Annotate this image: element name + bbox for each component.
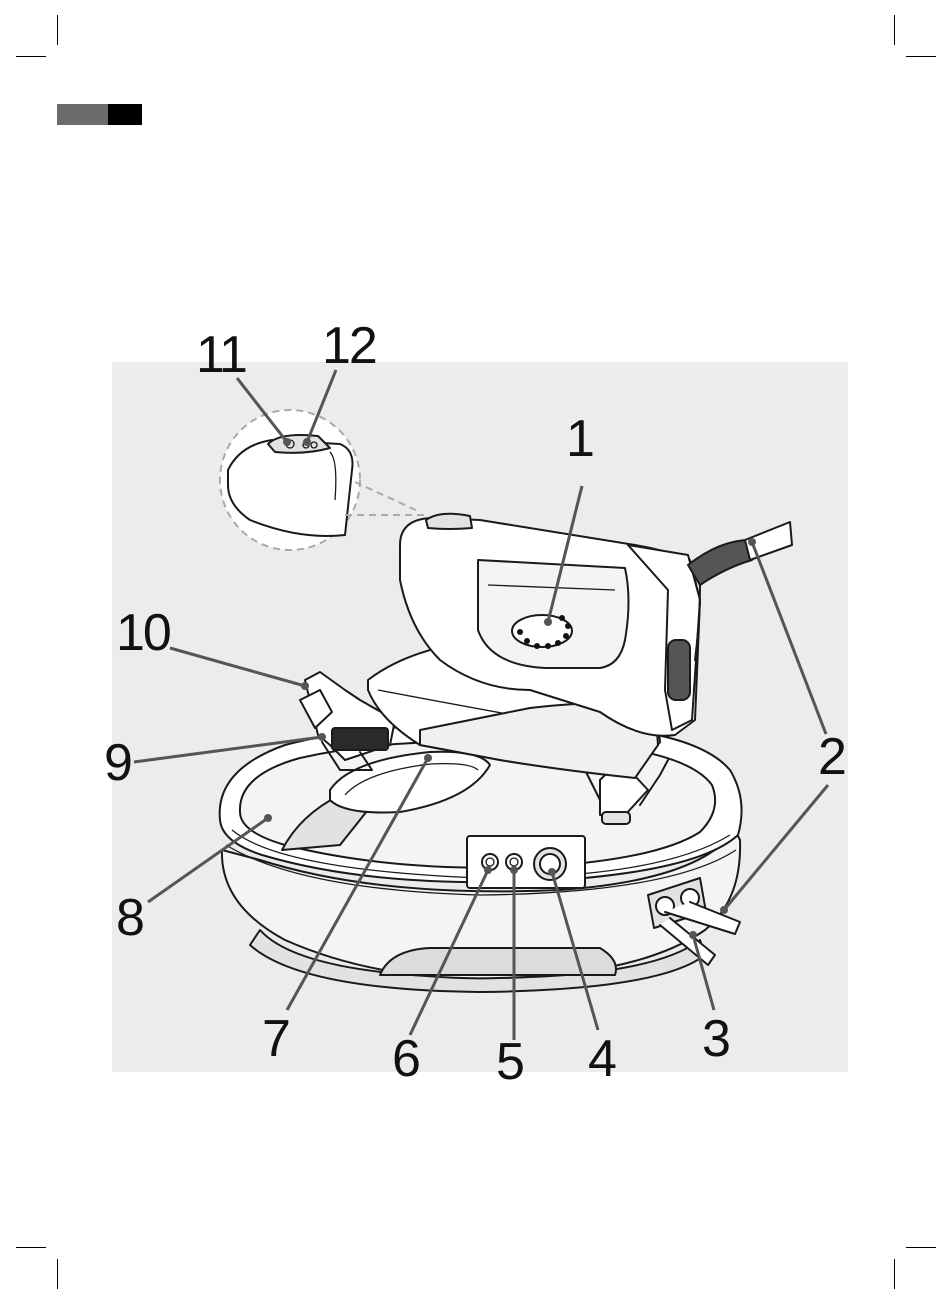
iron bbox=[368, 514, 792, 778]
callout-7: 7 bbox=[262, 1010, 289, 1068]
callout-1: 1 bbox=[566, 410, 593, 468]
leader-10 bbox=[170, 648, 305, 686]
callout-5: 5 bbox=[496, 1033, 523, 1091]
callout-8: 8 bbox=[116, 889, 143, 947]
callout-4: 4 bbox=[588, 1030, 616, 1088]
callout-11: 11 bbox=[196, 326, 246, 384]
callout-2: 2 bbox=[818, 728, 845, 786]
callout-6: 6 bbox=[392, 1030, 419, 1088]
callout-3: 3 bbox=[702, 1010, 729, 1068]
detail-inset bbox=[220, 410, 425, 550]
callout-9: 9 bbox=[104, 734, 131, 792]
callout-10: 10 bbox=[116, 604, 170, 662]
leader-2a bbox=[752, 542, 826, 734]
callout-12: 12 bbox=[322, 317, 376, 375]
base-station bbox=[220, 725, 742, 992]
